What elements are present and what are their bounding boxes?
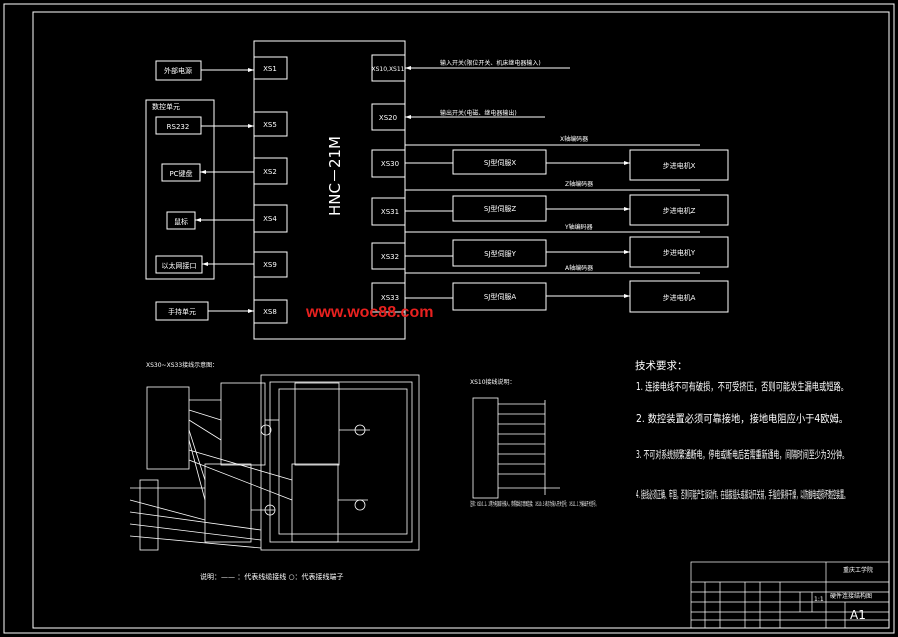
rs232-label: RS232 bbox=[167, 123, 190, 131]
title-block bbox=[690, 561, 890, 629]
io-output-label: 输出开关(电磁、继电器输出) bbox=[440, 109, 517, 117]
requirement-2: 2. 数控装置必须可靠接地，接地电阻应小于4欧姆。 bbox=[636, 412, 848, 425]
port-xs9: XS9 bbox=[263, 261, 277, 269]
port-xs8: XS8 bbox=[263, 308, 277, 316]
driver-y: SJ型伺服Y bbox=[484, 249, 517, 258]
motor-a: 步进电机A bbox=[663, 293, 696, 302]
pc-keyboard-label: PC键盘 bbox=[169, 169, 192, 178]
encoder-z: Z轴编码器 bbox=[565, 180, 593, 188]
encoder-a: A轴编码器 bbox=[565, 264, 593, 272]
port-xs31: XS31 bbox=[381, 208, 399, 216]
io-input-label: 输入开关(限位开关、机床继电器输入) bbox=[440, 59, 541, 67]
mouse-label: 鼠标 bbox=[174, 217, 188, 226]
requirement-4: 4. 接线必须正确、牢固，否则可能产生误动作。在插拔插头或拨动开关前，手指应保持… bbox=[636, 488, 848, 501]
requirement-1: 1. 连接电线不可有破损，不可受挤压，否则可能发生漏电或短路。 bbox=[636, 380, 848, 393]
title-sheet-size: A1 bbox=[850, 608, 866, 622]
ethernet-label: 以太网接口 bbox=[162, 261, 197, 270]
port-xs4: XS4 bbox=[263, 215, 277, 223]
inner-border bbox=[32, 11, 890, 629]
sub-diagram-title: XS30~XS33接线示意图： bbox=[146, 361, 218, 369]
watermark: www.woc88.com bbox=[305, 304, 433, 321]
driver-x: SJ型伺服X bbox=[484, 158, 517, 167]
handwheel-label: 手持单元 bbox=[168, 307, 196, 316]
port-xs5: XS5 bbox=[263, 121, 277, 129]
requirements-title: 技术要求： bbox=[635, 359, 688, 372]
right-ports: XS10,XS11 XS20 XS30 XS31 XS32 XS33 bbox=[371, 54, 406, 313]
switch-diagram-note: 注释：XS10..1、2等为电源部分输入，参照接线示意图连接； XS10..3 … bbox=[470, 500, 598, 508]
sub-wiring-diagram bbox=[129, 374, 420, 551]
port-xs1: XS1 bbox=[263, 65, 277, 73]
motor-z: 步进电机Z bbox=[663, 206, 696, 215]
panel-group-box bbox=[145, 99, 215, 280]
left-ports: XS1 XS5 XS2 XS4 XS9 XS8 bbox=[253, 56, 288, 324]
title-scale: 1:1 bbox=[814, 596, 824, 603]
port-xs33: XS33 bbox=[381, 294, 399, 302]
motor-y: 步进电机Y bbox=[663, 248, 696, 257]
encoder-x: X轴编码器 bbox=[560, 135, 588, 143]
port-xs20: XS20 bbox=[379, 114, 397, 122]
external-power-label: 外部电源 bbox=[164, 66, 192, 75]
encoder-y: Y轴编码器 bbox=[564, 223, 593, 231]
controller-model: HNC－21M bbox=[326, 136, 344, 216]
motor-x: 步进电机X bbox=[663, 161, 696, 170]
title-drawing-name: 硬件连接结构图 bbox=[830, 592, 872, 600]
port-xs10-xs11: XS10,XS11 bbox=[371, 66, 404, 73]
axis-rows: X轴编码器 Z轴编码器 Y轴编码器 A轴编码器 SJ型伺服X SJ型伺服Z SJ… bbox=[405, 135, 729, 313]
title-company: 重庆工学院 bbox=[843, 566, 873, 574]
sub-diagram-legend: 说明：—— ：代表线缆接线 ○：代表接线端子 bbox=[200, 572, 344, 581]
port-xs2: XS2 bbox=[263, 168, 277, 176]
driver-a: SJ型伺服A bbox=[484, 292, 517, 301]
outer-border bbox=[3, 3, 895, 634]
panel-group-title: 数控单元 bbox=[152, 102, 180, 111]
switch-wiring-diagram bbox=[472, 397, 560, 499]
requirement-3: 3. 不可对系统频繁通断电，停电或断电后若需重新通电，间隔时间至少为3分钟。 bbox=[636, 448, 848, 461]
driver-z: SJ型伺服Z bbox=[484, 204, 517, 213]
port-xs30: XS30 bbox=[381, 160, 399, 168]
switch-diagram-title: XS10接线说明： bbox=[470, 378, 516, 386]
port-xs32: XS32 bbox=[381, 253, 399, 261]
